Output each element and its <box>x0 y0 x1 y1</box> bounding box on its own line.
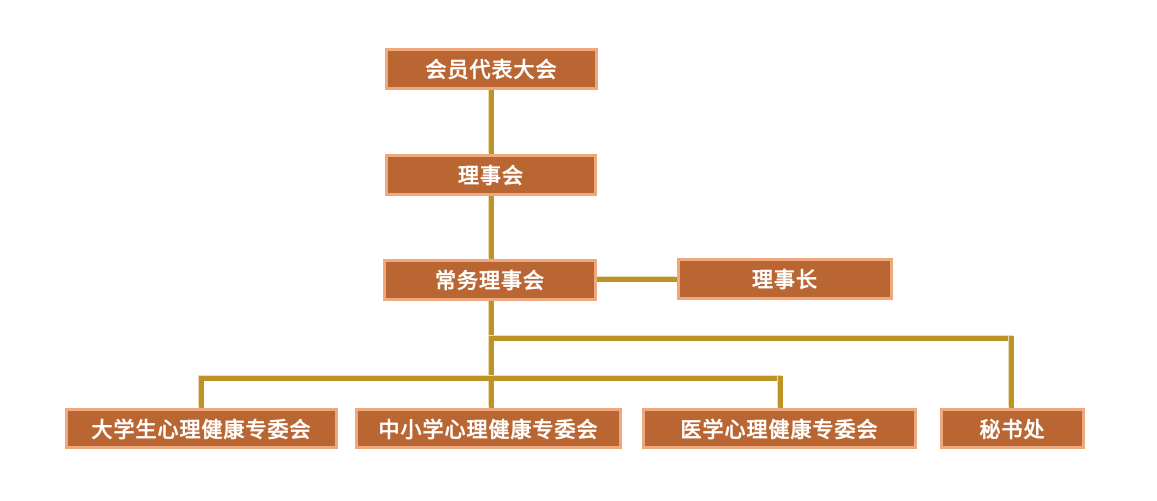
org-node-standing-council: 常务理事会 <box>383 259 597 301</box>
connector-assembly-council <box>489 90 494 154</box>
org-node-school-committee: 中小学心理健康专委会 <box>355 408 622 449</box>
connector-branch-upper <box>489 336 1014 341</box>
org-node-member-assembly: 会员代表大会 <box>385 48 598 90</box>
org-node-secretariat: 秘书处 <box>940 408 1085 449</box>
connector-drop-univ <box>199 376 204 408</box>
org-node-medical-committee: 医学心理健康专委会 <box>642 408 917 449</box>
connector-drop-medical <box>778 376 783 408</box>
connector-standing-chairman <box>597 277 677 282</box>
connector-branch-lower <box>199 376 783 381</box>
connector-standing-school <box>489 301 494 408</box>
connector-council-standing <box>489 196 494 259</box>
org-node-council: 理事会 <box>385 154 597 196</box>
connector-drop-secretariat <box>1009 336 1014 408</box>
org-node-university-committee: 大学生心理健康专委会 <box>65 408 338 449</box>
org-node-chairman: 理事长 <box>677 258 893 300</box>
